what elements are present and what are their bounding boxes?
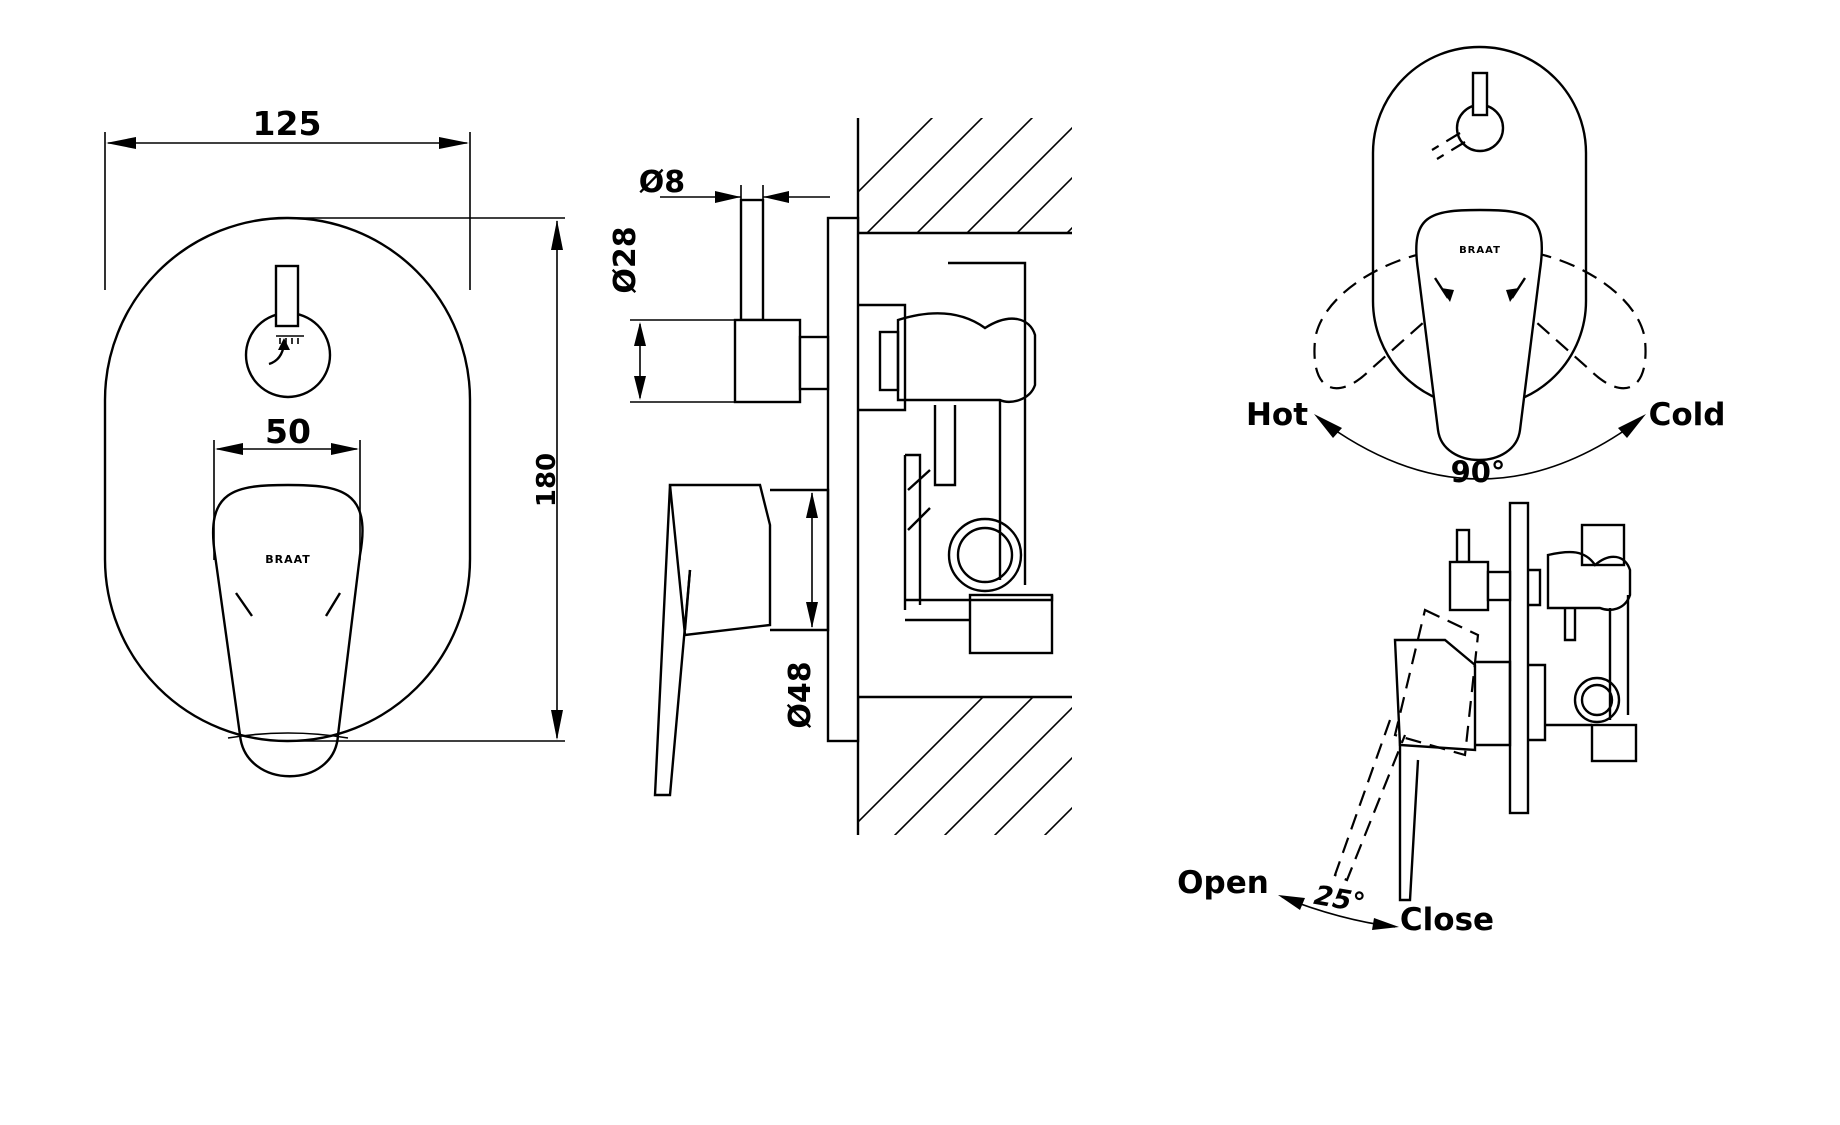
rotation-angle-label: 90° [1451,455,1506,489]
side-view: Ø8 Ø28 Ø48 [608,118,1072,835]
hot-label: Hot [1246,397,1308,433]
tilt-angle-label: 25° [1312,880,1368,919]
rotation-brand-mark: BRAAT [1459,245,1501,256]
lever-width-dimension: 50 [213,412,361,560]
width-dimension-label: 125 [253,104,322,143]
rotation-diverter [1431,71,1505,160]
flange-diameter-dimension: Ø48 [770,489,818,729]
wall-section-bottom [856,695,1072,835]
wall-section-top [856,118,1072,235]
open-label: Open [1177,865,1269,901]
cold-label: Cold [1649,397,1726,433]
diverter-knob [244,264,332,399]
knob-diameter-label: Ø28 [608,226,643,293]
height-dimension-label: 180 [532,453,562,507]
side-plate [826,216,860,743]
cold-ghost-lever [1499,248,1647,390]
cover-plate [103,216,472,743]
mixer-lever: BRAAT [211,483,364,778]
rotation-view: BRAAT Hot Cold 90° [1246,45,1726,489]
tilt-lever-open [1333,608,1480,882]
close-label: Close [1400,902,1494,938]
lever-width-dimension-label: 50 [265,412,311,451]
tilt-angle-arc [1278,895,1399,930]
stem-diameter-label: Ø8 [639,165,685,200]
tilt-valve-body [1448,523,1638,763]
height-dimension: 180 [288,217,565,742]
valve-body [858,261,1054,655]
tilt-plate [1508,501,1530,815]
rotation-angle-arc [1314,414,1646,480]
knob-diameter-dimension: Ø28 [608,226,735,403]
diverter-side [733,198,830,404]
front-brand-mark: BRAAT [265,553,311,566]
hot-ghost-lever [1313,248,1461,390]
front-view: BRAAT 125 180 50 [103,104,565,778]
lever-side [653,483,830,797]
tilt-lever-closed [1393,638,1512,902]
width-dimension: 125 [104,104,471,290]
stem-diameter-dimension: Ø8 [639,165,830,203]
shower-icon [276,335,304,344]
rotation-lever: BRAAT [1415,208,1544,462]
flange-diameter-label: Ø48 [783,661,818,728]
tilt-view: Open Close 25° [1177,501,1638,938]
